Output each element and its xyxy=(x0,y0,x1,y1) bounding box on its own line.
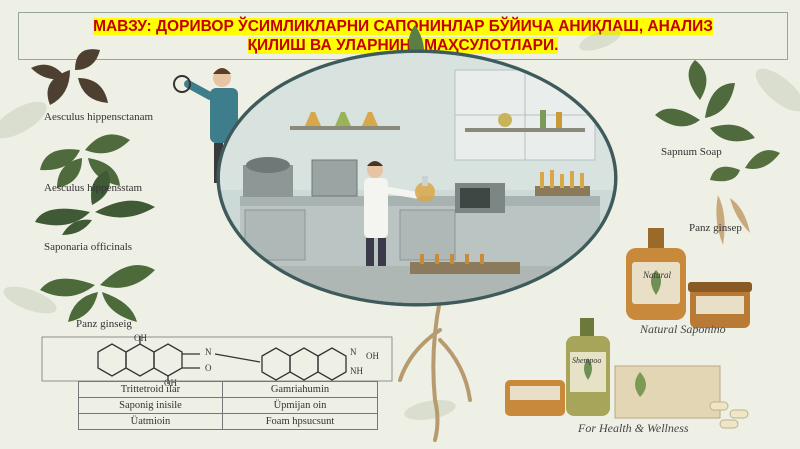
chemical-structure-box xyxy=(41,336,393,384)
title-line-1: МАВЗУ: ДОРИВОР ЎСИМЛИКЛАРНИ САПОНИНЛАР Б… xyxy=(93,18,713,35)
products-footer: For Health & Wellness xyxy=(578,421,689,435)
table-row: Saponig inisile Üpmijan oin xyxy=(78,397,379,414)
table-cell: Saponig inisile xyxy=(78,397,223,414)
table-cell: Üatmioin xyxy=(78,413,223,430)
background-foliage xyxy=(0,29,800,420)
plant-illustration-6 xyxy=(710,150,780,245)
title-box: МАВЗУ: ДОРИВОР ЎСИМЛИКЛАРНИ САПОНИНЛАР Б… xyxy=(18,12,788,60)
table-cell: Gamriahumin xyxy=(221,381,379,398)
slide-title: МАВЗУ: ДОРИВОР ЎСИМЛИКЛАРНИ САПОНИНЛАР Б… xyxy=(19,17,787,55)
plant-illustration-3 xyxy=(35,170,155,235)
plant-label: Aesculus hippensctanam xyxy=(44,111,154,123)
table-row: Trittetroid ılar Gamriahumin xyxy=(78,381,379,398)
plant-illustration-2 xyxy=(40,134,130,188)
brand-label: Natural Saponino xyxy=(640,322,726,336)
plant-illustration-5 xyxy=(655,60,755,142)
plant-illustration-1 xyxy=(31,49,108,105)
table-row: Üatmioin Foam hpsucsunt xyxy=(78,413,379,430)
roots-illustration xyxy=(398,298,472,442)
plant-illustration-4 xyxy=(40,265,155,322)
atom-label: NH xyxy=(350,366,363,376)
atom-label: N xyxy=(205,347,212,357)
saponin-table: Trittetroid ılar Gamriahumin Saponig ini… xyxy=(78,381,379,430)
table-cell: Üpmijan oin xyxy=(221,397,379,414)
laboratory-scene xyxy=(216,49,618,307)
atom-label: OH xyxy=(366,351,379,361)
bottle-label: Shempoo xyxy=(572,356,602,365)
plant-label: Saponaria officinals xyxy=(44,241,133,253)
products-illustration xyxy=(505,228,752,429)
table-cell: Trittetroid ılar xyxy=(78,381,223,398)
table-cell: Foam hpsucsunt xyxy=(221,413,379,430)
plant-label: Sapnum Soap xyxy=(661,146,722,158)
atom-label: O xyxy=(205,363,212,373)
atom-label: N xyxy=(350,347,357,357)
plant-label: Aesculus hippensstam xyxy=(44,182,143,194)
plant-label: Panz ginsep xyxy=(689,222,742,234)
title-line-2: ҚИЛИШ ВА УЛАРНИНГ МАҲСУЛОТЛАРИ. xyxy=(247,37,559,54)
jar-label: Natural xyxy=(643,270,672,280)
atom-label: OH xyxy=(134,333,147,343)
plant-label: Panz ginseig xyxy=(76,318,132,330)
